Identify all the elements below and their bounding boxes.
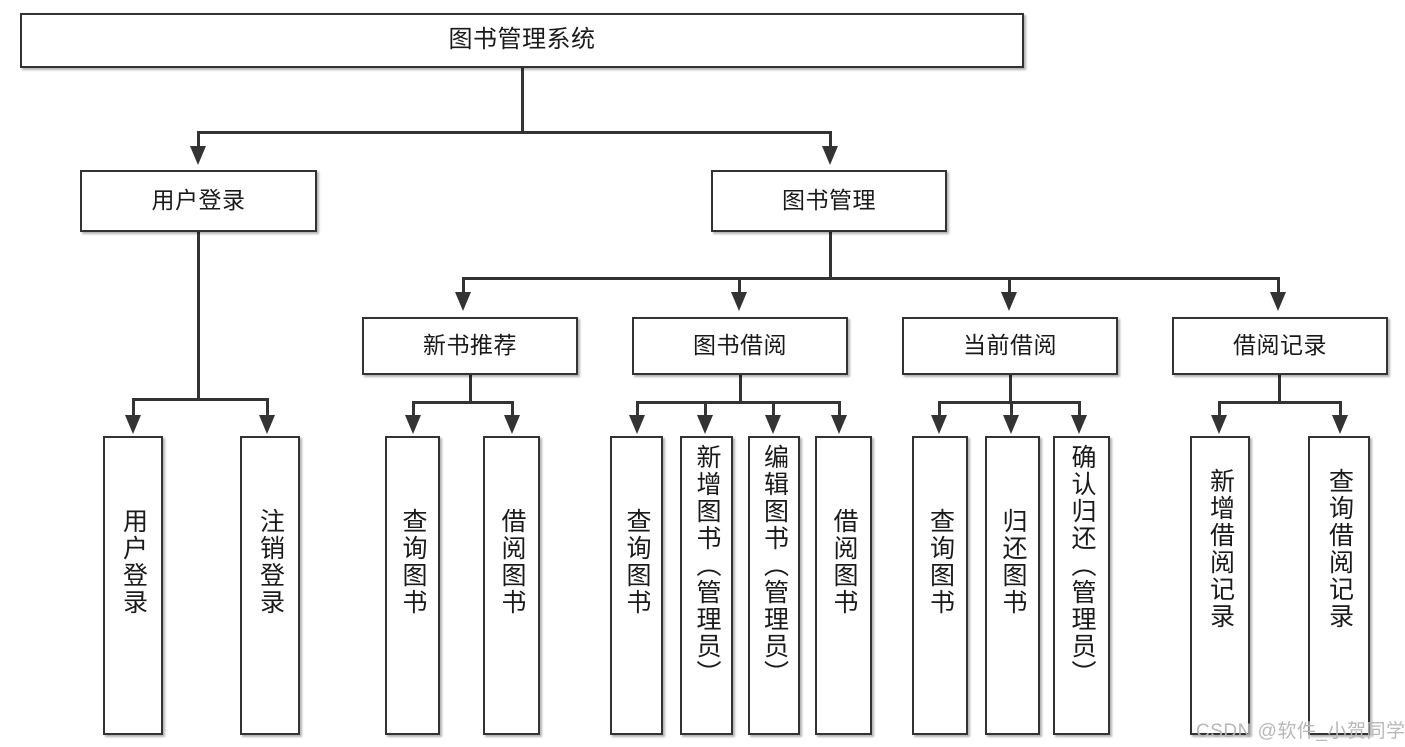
edge-book-borrow-drop-4 bbox=[838, 401, 841, 415]
arrowhead-leaf-query-book-2 bbox=[629, 415, 645, 434]
leaf-borrow-book-borrow[interactable]: 借阅图书 bbox=[815, 436, 872, 735]
leaf-query-borrow-record[interactable]: 查询借阅记录 bbox=[1308, 436, 1370, 735]
node-label: 借阅记录 bbox=[1233, 332, 1327, 359]
edge-new-book-stem bbox=[469, 375, 472, 403]
edge-to-borrow-record bbox=[1277, 277, 1280, 292]
node-label: 借阅图书 bbox=[498, 508, 526, 616]
node-label: 查询图书 bbox=[399, 508, 427, 616]
arrowhead-leaf-add-book bbox=[697, 415, 713, 434]
edge-user-login-drop-1 bbox=[132, 398, 135, 415]
node-label: 新增借阅记录 bbox=[1206, 468, 1235, 630]
arrowhead-leaf-query-record bbox=[1332, 415, 1348, 434]
leaf-logout[interactable]: 注销登录 bbox=[240, 436, 300, 735]
arrowhead-new-book bbox=[455, 292, 471, 311]
arrowhead-leaf-borrow-book-2 bbox=[831, 415, 847, 434]
leaf-query-book-current[interactable]: 查询图书 bbox=[912, 436, 968, 735]
leaf-confirm-return-admin[interactable]: 确认归还（管理员） bbox=[1053, 436, 1110, 735]
node-label: 图书管理 bbox=[782, 187, 876, 214]
edge-current-borrow-drop-3 bbox=[1078, 401, 1081, 415]
leaf-add-borrow-record[interactable]: 新增借阅记录 bbox=[1190, 436, 1250, 735]
edge-book-borrow-bus bbox=[636, 401, 841, 404]
node-label: 查询图书 bbox=[623, 508, 651, 616]
csdn-watermark: CSDN @软件_小贺同学 bbox=[1196, 721, 1405, 742]
edge-level2-bus bbox=[197, 131, 832, 134]
node-label: 归还图书 bbox=[999, 508, 1027, 616]
edge-borrow-record-stem bbox=[1278, 375, 1281, 403]
leaf-borrow-book-recommend[interactable]: 借阅图书 bbox=[483, 436, 540, 735]
node-label: 新书推荐 bbox=[423, 332, 517, 359]
node-label: 查询借阅记录 bbox=[1325, 468, 1354, 630]
node-borrow-record[interactable]: 借阅记录 bbox=[1172, 317, 1388, 375]
node-label: 借阅图书 bbox=[830, 508, 858, 616]
edge-user-login-bus bbox=[132, 398, 269, 401]
arrowhead-user-login bbox=[190, 146, 206, 165]
arrowhead-leaf-logout bbox=[259, 415, 275, 434]
arrowhead-borrow-record bbox=[1270, 292, 1286, 311]
edge-borrow-record-bus bbox=[1218, 401, 1342, 404]
node-user-login[interactable]: 用户登录 bbox=[80, 170, 317, 232]
node-label: 用户登录 bbox=[119, 508, 148, 616]
edge-to-user-login bbox=[197, 131, 200, 146]
leaf-user-login[interactable]: 用户登录 bbox=[103, 436, 163, 735]
edge-book-mgmt-stem bbox=[829, 232, 832, 280]
leaf-edit-book-admin[interactable]: 编辑图书（管理员） bbox=[748, 436, 800, 735]
leaf-query-book-recommend[interactable]: 查询图书 bbox=[385, 436, 440, 735]
edge-to-current-borrow bbox=[1008, 277, 1011, 292]
arrowhead-leaf-user-login bbox=[125, 415, 141, 434]
node-book-management[interactable]: 图书管理 bbox=[711, 170, 947, 232]
edge-level3-bus bbox=[462, 277, 1280, 280]
edge-user-login-drop-2 bbox=[266, 398, 269, 415]
edge-new-book-drop-2 bbox=[511, 401, 514, 415]
leaf-query-book-borrow[interactable]: 查询图书 bbox=[610, 436, 663, 735]
node-new-book-recommend[interactable]: 新书推荐 bbox=[362, 317, 578, 375]
edge-new-book-drop-1 bbox=[412, 401, 415, 415]
edge-borrow-record-drop-2 bbox=[1339, 401, 1342, 415]
arrowhead-book-mgmt bbox=[822, 146, 838, 165]
edge-book-borrow-drop-3 bbox=[772, 401, 775, 415]
edge-to-new-book bbox=[462, 277, 465, 292]
leaf-add-book-admin[interactable]: 新增图书（管理员） bbox=[680, 436, 733, 735]
arrowhead-leaf-return-book bbox=[1003, 415, 1019, 434]
arrowhead-leaf-edit-book bbox=[765, 415, 781, 434]
node-label: 当前借阅 bbox=[963, 332, 1057, 359]
edge-user-login-stem bbox=[197, 232, 200, 400]
edge-current-borrow-drop-2 bbox=[1010, 401, 1013, 415]
arrowhead-book-borrow bbox=[731, 292, 747, 311]
edge-to-book-borrow bbox=[738, 277, 741, 292]
node-root-system[interactable]: 图书管理系统 bbox=[20, 13, 1024, 68]
arrowhead-current-borrow bbox=[1001, 292, 1017, 311]
node-label: 查询图书 bbox=[926, 508, 955, 616]
arrowhead-leaf-query-book-3 bbox=[931, 415, 947, 434]
node-book-borrow[interactable]: 图书借阅 bbox=[632, 317, 848, 375]
arrowhead-leaf-borrow-book-1 bbox=[504, 415, 520, 434]
edge-to-book-mgmt bbox=[829, 131, 832, 146]
edge-current-borrow-drop-1 bbox=[938, 401, 941, 415]
node-label: 确认归还（管理员） bbox=[1068, 444, 1096, 687]
edge-book-borrow-stem bbox=[739, 375, 742, 403]
edge-new-book-bus bbox=[412, 401, 514, 404]
node-label: 注销登录 bbox=[256, 508, 285, 616]
edge-book-borrow-drop-2 bbox=[704, 401, 707, 415]
edge-root-stem bbox=[521, 68, 524, 133]
node-label: 编辑图书（管理员） bbox=[760, 444, 789, 687]
arrowhead-leaf-confirm-return bbox=[1071, 415, 1087, 434]
leaf-return-book[interactable]: 归还图书 bbox=[985, 436, 1040, 735]
node-current-borrow[interactable]: 当前借阅 bbox=[902, 317, 1118, 375]
node-label: 图书管理系统 bbox=[448, 26, 596, 54]
node-label: 图书借阅 bbox=[693, 332, 787, 359]
edge-borrow-record-drop-1 bbox=[1218, 401, 1221, 415]
edge-book-borrow-drop-1 bbox=[636, 401, 639, 415]
arrowhead-leaf-add-record bbox=[1211, 415, 1227, 434]
arrowhead-leaf-query-book-1 bbox=[405, 415, 421, 434]
edge-current-borrow-bus bbox=[938, 401, 1081, 404]
node-label: 用户登录 bbox=[151, 187, 246, 214]
node-label: 新增图书（管理员） bbox=[693, 444, 721, 687]
edge-current-borrow-stem bbox=[1009, 375, 1012, 403]
